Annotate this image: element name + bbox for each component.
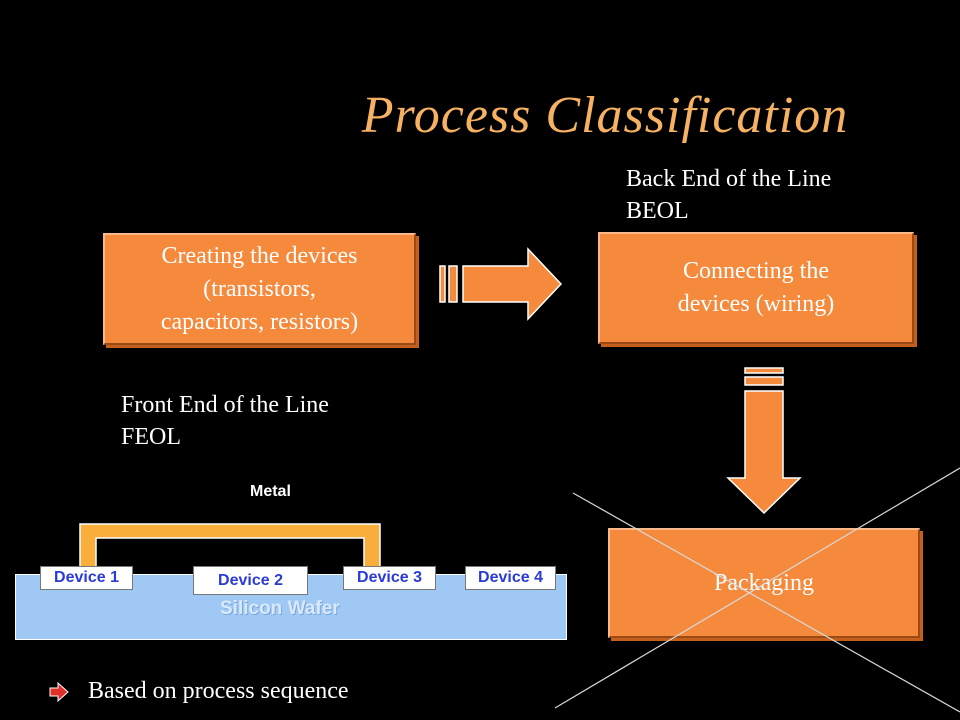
metal-label: Metal (250, 483, 291, 500)
feol-label: Front End of the Line FEOL (121, 389, 329, 453)
connecting-devices-line: Connecting the (683, 258, 829, 284)
packaging-box: Packaging (608, 528, 920, 638)
beol-label: Back End of the Line BEOL (626, 163, 831, 227)
device-1-box: Device 1 (40, 566, 133, 590)
arrow-bullet-icon (49, 681, 69, 702)
creating-devices-line: Creating the devices (161, 242, 358, 269)
beol-label-line: Back End of the Line (626, 166, 832, 192)
device-3-box: Device 3 (343, 566, 436, 590)
creating-devices-box: Creating the devices (transistors, capac… (103, 233, 416, 345)
connecting-devices-box: Connecting the devices (wiring) (598, 232, 914, 344)
device-2-box: Device 2 (193, 566, 308, 595)
feol-label-line: FEOL (121, 424, 181, 450)
down-arrow-icon (726, 367, 802, 515)
device-4-box: Device 4 (465, 566, 556, 590)
bullet-item: Based on process sequence (48, 678, 349, 705)
beol-label-line: BEOL (626, 198, 689, 224)
slide-title: Process Classification (361, 87, 849, 144)
feol-label-line: Front End of the Line (121, 392, 329, 418)
right-arrow-icon (439, 247, 563, 321)
silicon-wafer-label: Silicon Wafer (220, 598, 340, 619)
bullet-text: Based on process sequence (88, 678, 349, 704)
connecting-devices-line: devices (wiring) (677, 291, 835, 317)
creating-devices-line: (transistors, (203, 275, 316, 302)
creating-devices-line: capacitors, resistors) (160, 308, 359, 335)
